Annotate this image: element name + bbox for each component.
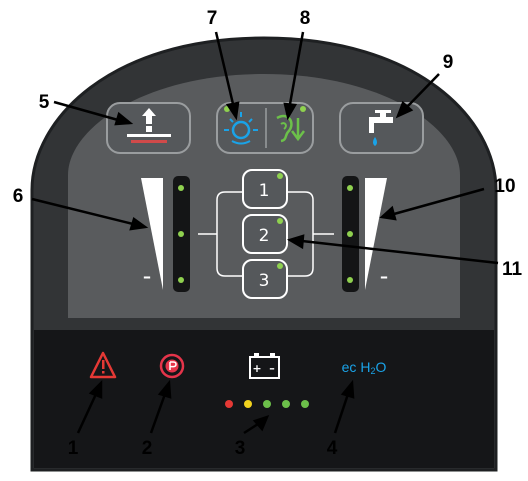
ec-h2o-subscript: 2 — [370, 366, 375, 376]
arrow-3 — [252, 414, 270, 432]
program-button-3[interactable]: 3 — [242, 259, 288, 299]
callout-2: 2 — [142, 438, 153, 459]
left-level-wedge — [141, 178, 163, 290]
leader-10 — [393, 187, 485, 216]
battery-led-4 — [282, 400, 290, 408]
program-bracket — [198, 191, 334, 277]
callout-5: 5 — [39, 92, 50, 113]
battery-led-5 — [301, 400, 309, 408]
arrow-5 — [114, 111, 134, 126]
right-level-wedge — [365, 178, 387, 290]
battery-led-2 — [244, 400, 252, 408]
ec-h2o-logo: ec H2O — [342, 359, 387, 376]
brush-lift-icon — [127, 108, 171, 143]
leader-3 — [243, 422, 259, 435]
status-strip — [34, 330, 494, 468]
svg-text:ec H2O: ec H2O — [342, 359, 387, 376]
arrow-4 — [340, 379, 355, 399]
ec-h2o-main: H — [360, 359, 370, 375]
program-button-2[interactable]: 2 — [242, 214, 288, 254]
program-button-2-label: 2 — [259, 226, 270, 246]
callout-leaders — [31, 31, 499, 435]
battery-plus-sign: + — [252, 362, 261, 375]
arrow-1 — [88, 379, 103, 399]
battery-led-1 — [225, 400, 233, 408]
battery-led-3 — [263, 400, 271, 408]
ec-h2o-suffix: O — [375, 359, 386, 375]
left-led-mid — [178, 231, 184, 237]
arrow-9 — [395, 100, 414, 119]
callout-10: 10 — [494, 176, 515, 197]
callout-11: 11 — [502, 259, 523, 280]
leader-4 — [333, 393, 350, 434]
leader-5 — [53, 100, 119, 122]
right-led-mid — [347, 231, 353, 237]
program-1-led — [277, 173, 283, 179]
right-led-high — [347, 185, 353, 191]
parking-brake-icon — [159, 353, 185, 379]
battery-icon: + – — [249, 353, 280, 379]
arrow-11 — [286, 234, 305, 250]
ec-h2o-prefix: ec — [342, 359, 357, 375]
program-3-led — [277, 263, 283, 269]
program-2-led — [277, 218, 283, 224]
battery-minus-sign: – — [269, 362, 275, 375]
leader-7 — [214, 31, 235, 105]
right-plus-sign: + — [371, 178, 384, 197]
vacuum-fan-icon — [224, 112, 258, 145]
callout-6: 6 — [13, 186, 24, 207]
leader-2 — [149, 393, 167, 434]
arrow-8 — [283, 102, 298, 121]
brush-pressure-button[interactable] — [106, 102, 191, 154]
right-led-low — [347, 277, 353, 283]
battery-discharge-leds — [225, 400, 309, 408]
leader-1 — [76, 393, 98, 434]
program-button-1[interactable]: 1 — [242, 169, 288, 209]
warning-icon — [89, 351, 117, 379]
arrow-10 — [379, 205, 397, 221]
leader-9 — [406, 73, 440, 108]
solution-button[interactable] — [339, 102, 424, 154]
callout-7: 7 — [207, 8, 218, 29]
leader-6 — [31, 197, 134, 226]
program-button-1-label: 1 — [259, 181, 270, 201]
quiet-mode-icon — [276, 114, 305, 143]
left-led-low — [178, 277, 184, 283]
arrow-2 — [157, 379, 172, 399]
leader-8 — [288, 31, 305, 105]
leader-11 — [301, 239, 499, 265]
faucet-icon — [369, 110, 393, 146]
callout-4: 4 — [327, 438, 338, 459]
arrow-7 — [225, 101, 240, 121]
left-minus-sign: – — [143, 267, 151, 286]
right-minus-sign: – — [380, 267, 388, 286]
callout-9: 9 — [443, 52, 454, 73]
arrow-6 — [129, 216, 149, 231]
quiet-led — [300, 106, 306, 112]
callout-1: 1 — [68, 438, 79, 459]
left-led-high — [178, 185, 184, 191]
callout-3: 3 — [235, 438, 246, 459]
left-plus-sign: + — [146, 178, 159, 197]
callout-8: 8 — [300, 8, 311, 29]
program-button-3-label: 3 — [259, 271, 270, 291]
